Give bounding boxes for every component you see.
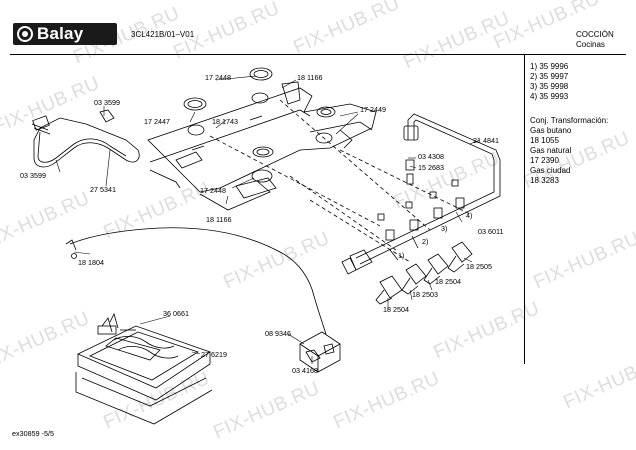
part-03-3599-b: 03 3599 [20, 171, 46, 180]
part-17-2449: 17 2449 [360, 105, 386, 114]
conversion-code-ciudad: 18 3283 [530, 176, 559, 185]
part-03-6011: 03 6011 [478, 227, 504, 236]
part-18-2505: 18 2505 [466, 262, 492, 271]
legend-item-4: 4) 35 9993 [530, 92, 569, 101]
part-17-2448-bottom: 17 2448 [200, 186, 226, 195]
brand-logo: Balay [13, 23, 117, 45]
callout-1: 1) [398, 251, 405, 260]
conversion-gas-natural: Gas natural [530, 146, 572, 155]
header-rule [10, 54, 626, 55]
burner-rings [183, 67, 336, 183]
part-21-4841: 21 4841 [473, 136, 499, 145]
legend-item-3: 3) 35 9998 [530, 82, 569, 91]
part-03-4168: 03 4168 [292, 366, 318, 375]
gas-manifold [349, 113, 501, 271]
gas-lines [209, 99, 471, 263]
part-18-2503: 18 2503 [412, 290, 438, 299]
legend-item-1: 1) 35 9996 [530, 62, 569, 71]
part-27-6219: 27 6219 [201, 350, 227, 359]
part-27-5341: 27 5341 [90, 185, 116, 194]
part-17-2448-top: 17 2448 [205, 73, 231, 82]
conversion-code-butano: 18 1055 [530, 136, 559, 145]
grill-element [31, 109, 140, 168]
thermocouple-wire [65, 227, 327, 335]
drip-tray [75, 372, 213, 425]
conversion-gas-butano: Gas butano [530, 126, 572, 135]
part-03-4308: 03 4308 [418, 152, 444, 161]
legend-item-2: 2) 35 9997 [530, 72, 569, 81]
part-08-9346: 08 9346 [265, 329, 291, 338]
callout-2: 2) [422, 237, 429, 246]
category-subtitle: Cocinas [576, 40, 605, 49]
category-title: COCCIÓN [576, 30, 614, 39]
model-code: 3CL421B/01–V01 [131, 30, 195, 39]
conversion-code-natural: 17 2390 [530, 156, 559, 165]
part-18-1166-bottom: 18 1166 [206, 215, 232, 224]
part-18-1743: 18 1743 [212, 117, 238, 126]
part-03-3599-a: 03 3599 [94, 98, 120, 107]
conversion-title: Conj. Transformación: [530, 116, 609, 125]
legend-divider [524, 54, 525, 364]
brand-name: Balay [37, 24, 84, 43]
part-18-2504-b: 18 2504 [383, 305, 409, 314]
spark-generator [299, 331, 341, 373]
part-18-1804: 18 1804 [78, 258, 104, 267]
callout-4: 4) [466, 211, 473, 220]
part-18-1166-top: 18 1166 [297, 73, 323, 82]
part-18-2504-a: 18 2504 [435, 277, 461, 286]
brand-logo-icon [17, 26, 33, 42]
page-reference: ex30859 -5/5 [12, 429, 54, 438]
burner-frame [147, 81, 377, 211]
part-17-2447: 17 2447 [144, 117, 170, 126]
gas-taps [341, 179, 473, 305]
part-36-0661: 36 0661 [163, 309, 189, 318]
leader-lines [55, 75, 481, 364]
conversion-gas-ciudad: Gas ciudad [530, 166, 571, 175]
callout-3: 3) [441, 224, 448, 233]
part-15-2683: 15 2683 [418, 163, 444, 172]
oven-grill-element [77, 312, 211, 401]
